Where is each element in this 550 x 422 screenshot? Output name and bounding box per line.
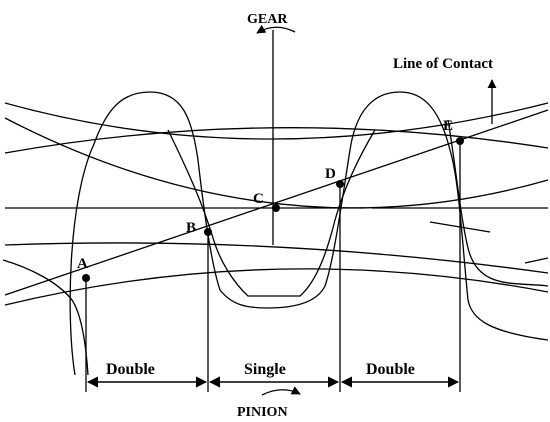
point-c-label: C: [253, 191, 264, 207]
point-b-label: B: [186, 220, 196, 236]
zone-right-label: Double: [366, 361, 415, 378]
gear-rotation-arrow: [256, 24, 296, 34]
gear-outer-circle: [4, 268, 549, 306]
pinion-tooth-right: [447, 119, 549, 287]
point-c-dot: [272, 204, 280, 212]
gear-base-circle: [4, 242, 549, 274]
zone-middle-label: Single: [244, 361, 286, 378]
pinion-tooth-left: [2, 259, 89, 376]
point-d-label: D: [325, 166, 336, 182]
gear-tooth-left: [69, 91, 549, 376]
pinion-base-circle: [4, 117, 549, 209]
point-d-dot: [336, 180, 344, 188]
gear-label: GEAR: [247, 12, 288, 27]
zone-left-label: Double: [106, 361, 155, 378]
pinion-label: PINION: [237, 405, 288, 420]
pinion-tooth-center: [167, 129, 376, 297]
point-a-label: A: [77, 256, 88, 272]
point-e-label: E: [443, 118, 453, 134]
point-a-dot: [82, 274, 90, 282]
line-of-contact-label: Line of Contact: [393, 56, 493, 72]
pinion-outer-circle: [4, 127, 549, 154]
pinion-rotation-arrow: [261, 386, 301, 396]
gear-root-circle: [4, 102, 549, 140]
point-e-dot: [456, 137, 464, 145]
gear-tooth-edge: [524, 257, 549, 264]
point-b-dot: [204, 228, 212, 236]
